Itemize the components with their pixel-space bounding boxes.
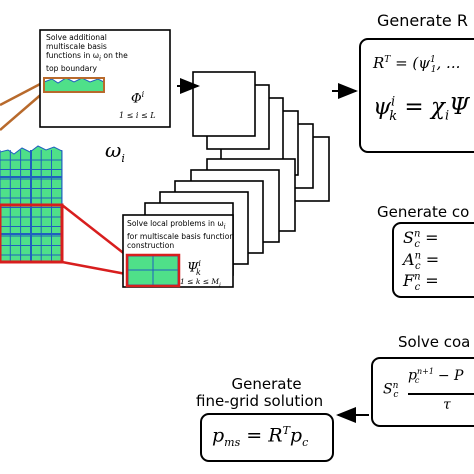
fine-solution-equation: pms = RTpc [212,424,308,449]
bottom-caption-text: Solve local problems in ω [127,219,224,228]
top-panel-stack [192,71,330,202]
f-superscript: n [414,271,421,283]
a-equals: = [420,250,440,269]
omega-symbol: ω [105,138,122,162]
top-caption-text: on the [101,51,128,61]
f-subscript: c [414,282,421,294]
s-equals: = [420,228,439,247]
heading-generate-fine: Generate fine-grid solution [196,376,323,410]
psi-letter: Ψ [187,260,199,276]
top-caption-text: functions in ω [46,51,100,61]
psi-1-superscript: 1 [430,55,436,65]
heading-fine-line2: fine-grid solution [196,392,324,410]
s-subscript: c [414,239,421,251]
chi-subscript: i [444,108,450,124]
bottom-panel [122,214,234,288]
top-panel-caption: Solve additional multiscale basis functi… [46,33,128,73]
p-ms-symbol: p [212,424,225,447]
psi-k-superscript: i [391,94,396,110]
fraction-bar [408,393,474,395]
subdomain-connector-line [61,260,127,276]
solve-s-term: Snc [383,381,398,400]
omega-subscript: i [121,152,125,165]
fine-solution-box: pms = RTpc [200,413,334,462]
top-caption-line: top boundary [46,64,98,74]
s-superscript: n [413,228,421,240]
solve-s-superscript: n [392,381,399,391]
psi-1-subscript: 1 [430,65,437,75]
bottom-caption-subscript: i [223,223,226,231]
p-next-subscript: c [414,376,420,386]
r-symbol: R [373,54,385,72]
phi-range: 1 ≤ i ≤ L [119,111,156,120]
p-next-symbol: p [408,367,417,384]
fine-r-superscript: T [282,424,290,437]
psi-superscript: i [198,259,201,268]
r-transpose-line: RT = (ψ11, ... [373,54,460,75]
subdomain-connector-line [61,204,127,256]
phi-superscript: i [141,90,145,99]
top-caption-subscript: i [99,55,102,63]
fine-equals-r: = R [240,424,283,447]
psi-k-symbol: ψ [373,94,392,120]
phi-letter: Φ [131,91,142,107]
a-symbol: A [403,250,415,269]
r-equals: = (ψ [390,54,431,72]
solve-coarse-box: Snc pn+1c − P τ [371,357,474,427]
p-next-superscript: n+1 [416,367,434,376]
solve-denominator: τ [443,397,451,413]
psi-definition-line: ψik = χiΨ [373,94,469,124]
p-c-symbol: p [289,424,303,447]
p-c-subscript: c [302,436,309,450]
r-ellipsis: , ... [436,54,461,72]
coarse-matrices-box: Snc = Anc = Fnc = [392,222,474,298]
r-operator-box: RT = (ψ11, ... ψik = χiΨ [359,38,474,153]
a-matrix-line: Anc = [403,250,439,272]
heading-fine-line1: Generate [231,375,302,393]
phi-symbol: Φi [131,90,144,106]
heading-generate-r: Generate R [377,11,468,30]
solve-s-symbol: S [383,381,393,398]
p-ms-subscript: ms [224,436,241,450]
solve-numerator: pn+1c − P [408,367,463,385]
r-superscript: T [384,55,391,65]
top-caption-line: Solve additional [46,33,107,42]
psi-range: 1 ≤ k ≤ Mi [180,277,221,289]
bottom-caption-line: construction [127,240,175,250]
top-panel [39,29,171,128]
top-caption-line: multiscale basis [46,42,107,52]
f-equals: = [420,271,439,290]
s-matrix-line: Snc = [403,228,439,250]
psi-capital: Ψ [449,94,470,120]
top-caption-line: functions in ωi on the [46,51,128,64]
a-superscript: n [414,250,422,262]
a-subscript: c [415,261,421,273]
bottom-caption-line: for multiscale basis function [127,231,235,241]
f-matrix-line: Fnc = [403,271,439,293]
omega-label: ωi [105,138,125,165]
psi-subscript: k [195,267,201,277]
fine-grid-domain [0,145,64,264]
solve-minus: − P [433,367,464,384]
heading-generate-coarse: Generate co [377,203,470,221]
heading-solve-coarse: Solve coa [398,333,471,351]
bottom-caption-line: Solve local problems in ωi [127,219,234,232]
f-symbol: F [403,271,415,290]
psi-range-subscript: i [219,282,221,289]
solve-s-subscript: c [393,390,399,401]
bottom-panel-caption: Solve local problems in ωi for multiscal… [127,219,234,250]
s-symbol: S [403,228,414,247]
psi-range-text: 1 ≤ k ≤ M [180,277,220,286]
top-connector-line [0,80,45,107]
psi-k-subscript: k [389,108,398,124]
top-connector-line [0,91,45,131]
chi-equals: = χ [397,94,445,120]
psi-symbol: Ψik [187,259,201,277]
subdomain-highlight [0,203,64,264]
